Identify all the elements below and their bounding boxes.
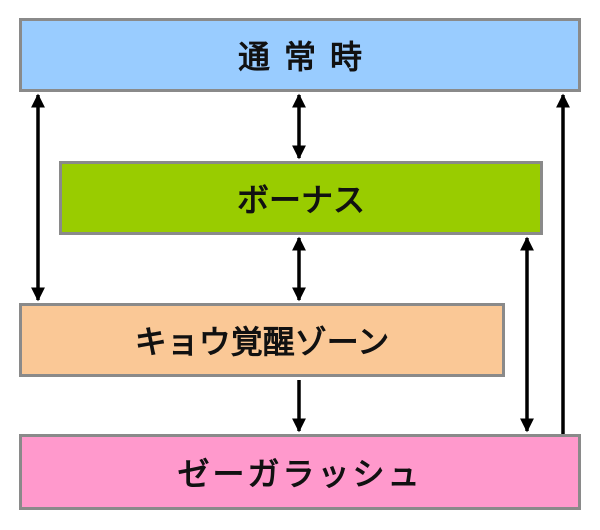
node-zega-rush: ゼーガラッシュ [19, 434, 581, 510]
node-kyou-awakening-zone: キョウ覚醒ゾーン [19, 303, 505, 377]
node-bonus-label: ボーナス [236, 181, 365, 219]
node-normal: 通常時 [19, 18, 581, 92]
node-normal-label: 通常時 [237, 38, 376, 76]
node-zega-label: ゼーガラッシュ [177, 455, 423, 493]
node-bonus: ボーナス [59, 161, 543, 235]
node-kyou-label: キョウ覚醒ゾーン [134, 323, 390, 361]
